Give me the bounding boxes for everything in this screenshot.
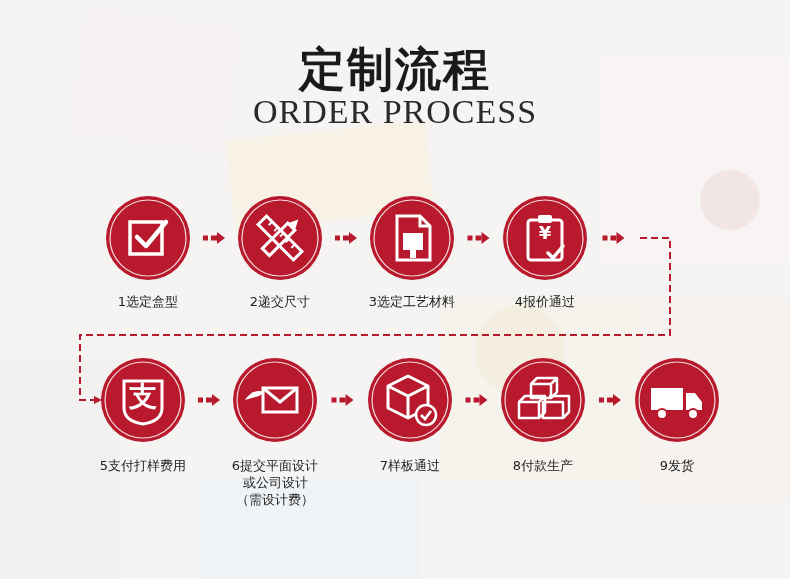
arrow-shaft [587,236,640,241]
arrow-head [349,232,357,244]
arrow-shaft [322,236,370,241]
arrow-shaft [190,236,238,241]
process-circle: 1选定盒型 [106,196,190,280]
title-text: 定制流程 [0,42,790,97]
process-circle: 8付款生产 [501,358,585,442]
subtitle-text: ORDER PROCESS [0,92,790,133]
step-icon [368,358,452,442]
arrow-shaft [452,398,501,403]
currency-mark: ¥ [503,223,587,243]
process-circle: 5支付打样费用支 [101,358,185,442]
process-circle: 4报价通过¥ [503,196,587,280]
step-icon [238,196,322,280]
arrow-head [212,394,220,406]
arrow-head [613,394,621,406]
arrow-head [346,394,354,406]
flow-arrow [452,394,501,406]
step-label: 2递交尺寸 [205,294,355,311]
arrow-head [217,232,225,244]
arrow-shaft [585,398,635,403]
process-circle: 3选定工艺材料 [370,196,454,280]
flow-arrow [317,394,368,406]
arrow-shaft [317,398,368,403]
step-icon [370,196,454,280]
step-icon [233,358,317,442]
step-label: 4报价通过 [470,294,620,311]
arrow-shaft [454,236,503,241]
step-label: 8付款生产 [468,458,618,475]
flow-arrow [185,394,233,406]
flow-arrow [585,394,635,406]
step-label: 6提交平面设计 或公司设计 （需设计费） [220,458,330,509]
arrow-head [482,232,490,244]
step-icon [106,196,190,280]
step-label: 9发货 [602,458,752,475]
process-circle: 9发货 [635,358,719,442]
step-label: 5支付打样费用 [68,458,218,475]
flow-arrow [322,232,370,244]
logo-mark: 支 [101,382,185,413]
arrow-head [617,232,625,244]
flow-arrow [190,232,238,244]
step-label: 7样板通过 [335,458,485,475]
process-circle: 6提交平面设计 或公司设计 （需设计费） [233,358,317,442]
arrow-head [480,394,488,406]
process-circle: 7样板通过 [368,358,452,442]
arrow-shaft [185,398,233,403]
process-circle: 2递交尺寸 [238,196,322,280]
step-icon [635,358,719,442]
flow-arrow [454,232,503,244]
step-icon [501,358,585,442]
step-label: 1选定盒型 [73,294,223,311]
step-label: 3选定工艺材料 [337,294,487,311]
